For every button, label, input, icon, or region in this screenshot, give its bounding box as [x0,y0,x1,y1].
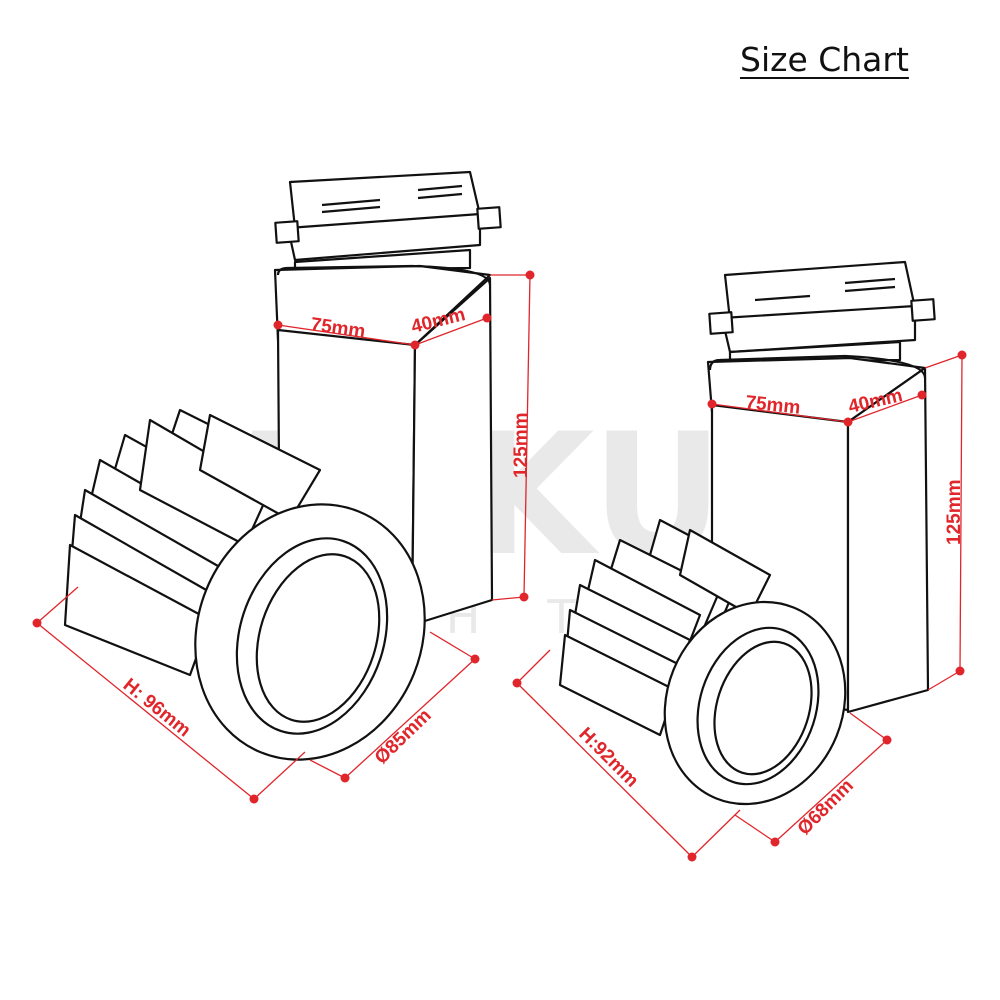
large-track-light [63,170,502,761]
dim-marker [249,794,259,804]
small-height-label: 125mm [944,480,965,546]
dim-marker [470,654,480,664]
dim-marker [32,618,42,628]
dim-marker [882,735,892,745]
small-length-label: H:92mm [574,724,642,792]
large-track-adapter [274,170,502,272]
page-title: Size Chart [740,40,909,79]
small-diameter-label: Ø68mm [794,775,858,839]
dim-marker [687,852,697,862]
dim-marker [957,350,967,360]
dim-marker [770,837,780,847]
large-height-label: 125mm [511,413,532,479]
small-track-light [558,260,936,806]
dim-marker [410,340,420,350]
dim-marker [917,390,927,400]
large-lamp-head [194,503,426,761]
large-length-label: H: 96mm [119,675,195,742]
dim-marker [340,773,350,783]
small-track-adapter [708,260,936,364]
dim-marker [707,399,717,409]
dim-marker [525,270,535,280]
dim-marker [955,666,965,676]
small-heatsink [558,518,772,737]
dim-marker [482,313,492,323]
dim-marker [519,592,529,602]
dim-marker [273,320,283,330]
small-lamp-head [663,600,847,806]
dim-marker [512,678,522,688]
dim-marker [843,417,853,427]
